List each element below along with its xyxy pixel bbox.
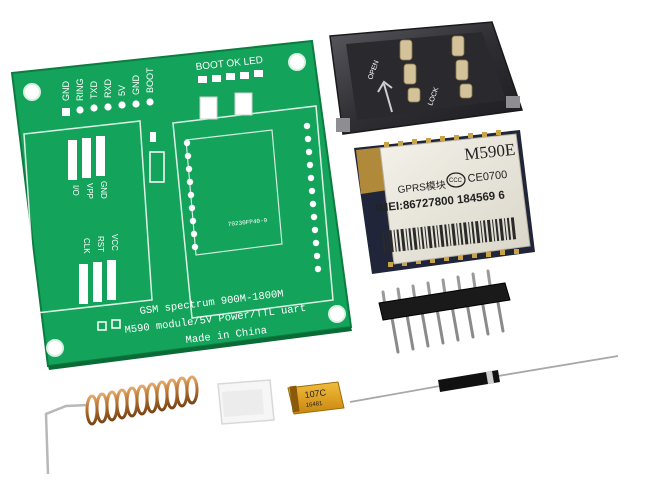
pcb-board-edge [48,327,352,370]
ccc-mark-icon: CCC [446,172,466,188]
module-gprs-label: GPRS模块 [397,179,446,196]
module-barcode [381,217,517,254]
sim-label: I/O [71,185,80,196]
header-labels: GND RING TXD RXD 5V GND BOOT [61,67,155,101]
module-left-strip [356,147,388,194]
chip-mark: 70230FP40-9 [227,217,268,228]
socket-foot [506,96,520,108]
module-ce-mark: CE0700 [467,169,508,185]
sim-labels: I/O VPP GND CLK RST VCC [71,181,119,254]
socket-contacts [399,35,473,103]
sim-contact-pads [68,136,116,304]
capacitor-value: 16481 [306,401,324,409]
spring-antenna [44,375,199,475]
ccc-mark: CCC [449,178,463,184]
sim-card-socket: LOCK OPEN [329,21,524,135]
diode-cathode-band [486,371,494,384]
tantalum-capacitor: 107C 16481 [287,381,345,415]
header-label: TXD [89,80,99,99]
sim-outline [23,120,153,314]
header-label: RING [75,79,85,102]
sim-label: VCC [110,234,119,251]
bottom-pads [97,319,121,331]
socket-foot [336,118,350,132]
mounting-hole [288,53,306,71]
gsm-breakout-pcb: GND RING TXD RXD 5V GND BOOT BOOT OK LED [10,39,353,370]
led-pads [198,70,263,83]
sim-label: RST [96,236,105,252]
m590e-gsm-module: M590E GPRS模块 CCC CE0700 IMEI:86727800 18… [354,130,535,274]
sim-label: GND [99,181,108,199]
lock-arrow-icon [377,80,393,113]
pin-header-8pin [378,269,511,354]
header-label: BOOT [145,67,155,93]
sim-label: VPP [85,183,94,199]
module-pads-left [183,139,199,251]
header-label: GND [131,75,141,96]
smd-pads [149,92,253,183]
mounting-hole [328,305,346,323]
header-plastic [378,282,511,321]
header-label: RXD [103,78,113,98]
diode-body [438,370,500,392]
axial-diode [349,355,619,403]
diode-lead [349,385,441,403]
mounting-hole [46,339,64,357]
capacitor-polarity-band [289,385,300,413]
header-pins-long [390,295,505,354]
diode-lead [497,355,619,377]
sim-label: CLK [82,238,91,254]
module-castellations [384,130,519,267]
header-label: GND [61,81,71,102]
mounting-hole [23,83,41,101]
header-label: 5V [117,85,127,96]
module-outline [172,105,334,319]
antenna-wire [44,403,89,475]
chip-outline [185,129,283,256]
header-holes [62,98,154,116]
white-insulator-pad-shade [222,389,264,417]
module-pads-right [303,122,322,273]
capacitor-code: 107C [304,387,327,400]
antenna-coil [85,375,199,426]
module-shield [379,133,531,265]
